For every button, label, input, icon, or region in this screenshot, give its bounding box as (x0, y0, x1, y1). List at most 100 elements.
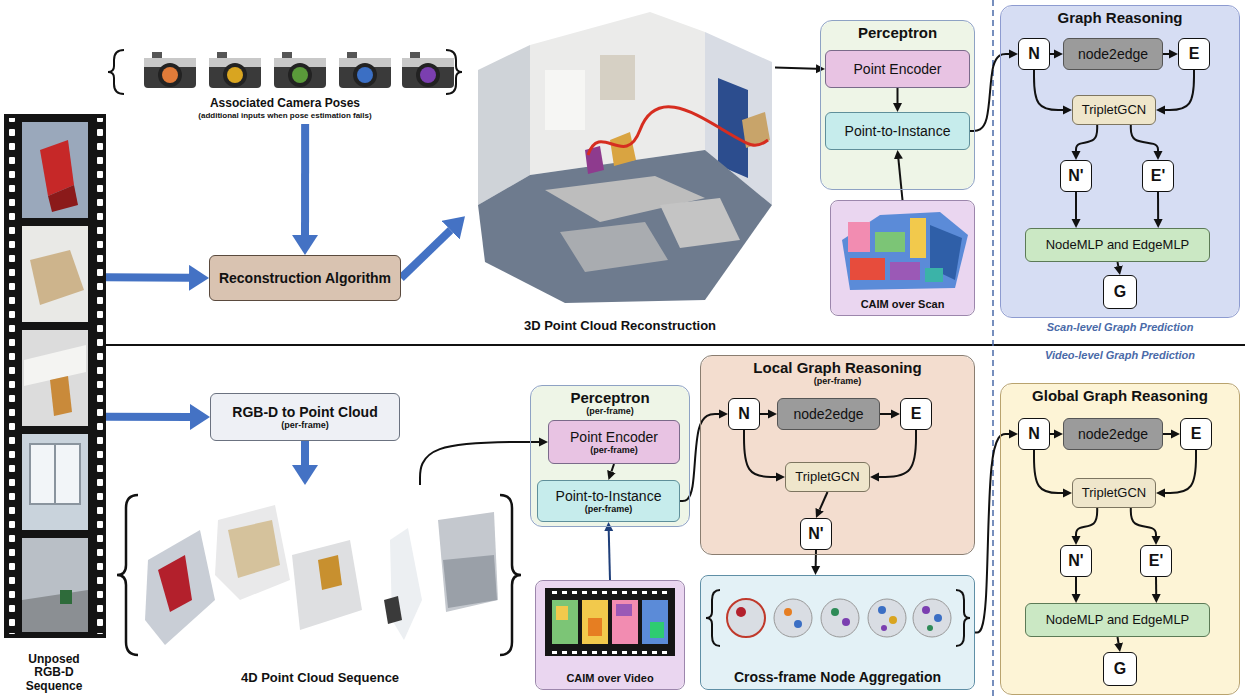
camera-icons (162, 67, 178, 83)
point-cloud-frames (117, 495, 521, 655)
film-strip (4, 114, 106, 638)
video-film-strip (552, 600, 578, 644)
connector-arrow (1075, 192, 1077, 219)
point-cloud-scan (530, 12, 705, 175)
camera-icons (347, 52, 357, 58)
point-cloud-frames (438, 512, 498, 612)
segmentation-scan (848, 222, 870, 252)
node-label: Graph Reasoning (1057, 9, 1182, 26)
video-film-strip (588, 618, 602, 636)
frame-graphs (736, 607, 746, 617)
node-label: NodeMLP and EdgeMLP (1046, 613, 1190, 628)
module-box: TripletGCN (1072, 95, 1156, 125)
divider-line (992, 0, 994, 700)
connector-arrow (1050, 433, 1054, 435)
point-cloud-frames (384, 596, 402, 624)
frame-graphs (922, 606, 930, 614)
connector-arrow (970, 54, 1009, 131)
frame-graphs (868, 599, 906, 637)
node-label: Associated Camera Poses (210, 97, 360, 111)
graph-symbol: N' (800, 518, 832, 550)
segmentation-scan (910, 218, 926, 258)
point-cloud-sequence: 4D Point Cloud Sequence (120, 485, 520, 690)
point-cloud-scan (585, 146, 604, 174)
graph-symbol: E' (1142, 160, 1174, 192)
point-cloud-scan (478, 12, 772, 303)
point-cloud-scan (560, 222, 668, 272)
caim-box: CAIM over Scan (830, 200, 975, 316)
graph-symbol: E (900, 398, 932, 430)
point-cloud-frames (318, 555, 342, 590)
point-cloud-frames (390, 528, 422, 640)
section-label: Video-level Graph Prediction (1000, 349, 1240, 361)
frame-graphs (706, 590, 970, 646)
frame-graphs (706, 590, 720, 646)
film-strip (54, 444, 56, 504)
node-label: (per-frame) (590, 445, 638, 455)
node-label: N (1028, 425, 1040, 443)
node-label: 3D Point Cloud Reconstruction (524, 319, 716, 334)
module-box: TripletGCN (785, 462, 870, 492)
point-cloud-scan (545, 70, 585, 130)
segmentation-scan (850, 258, 885, 280)
frame-graphs (878, 606, 886, 614)
graph-symbol: N (1018, 418, 1050, 450)
film-strip (8, 118, 16, 634)
connector-arrow (880, 413, 891, 415)
node-label: TripletGCN (1082, 486, 1147, 501)
process-box: Reconstruction Algorithm (209, 255, 401, 301)
point-cloud-scan (660, 198, 740, 248)
film-strip: Unposed RGB-D Sequence (2, 112, 106, 698)
node-label: node2edge (1078, 426, 1148, 442)
segmentation-scan (842, 212, 968, 290)
connector-arrow (975, 434, 1009, 633)
segmentation-scan (875, 232, 905, 252)
module-box: Point-to-Instance(per-frame) (537, 480, 680, 522)
frame-graphs (889, 616, 897, 624)
video-film-strip (550, 650, 670, 655)
point-cloud-frames (292, 540, 362, 630)
caim-box: CAIM over Video (535, 580, 685, 690)
film-strip (48, 185, 78, 212)
module-box: Point-to-Instance (825, 112, 970, 150)
connector-arrow (1034, 450, 1063, 493)
point-cloud-figure: 3D Point Cloud Reconstruction (465, 0, 775, 338)
node-label: N' (808, 525, 823, 543)
connector-arrow (1117, 262, 1120, 266)
connector-arrow (401, 230, 451, 278)
frame-graphs (774, 599, 812, 637)
node-label: N (1028, 45, 1040, 63)
reasoning-panel: Local Graph Reasoning(per-frame)Nnode2ed… (700, 355, 975, 555)
module-panel: PerceptronPoint EncoderPoint-to-Instance (820, 20, 975, 190)
segmentation-scan (925, 268, 943, 282)
node-label: TripletGCN (795, 470, 860, 485)
node-label: TripletGCN (1082, 103, 1147, 118)
video-film-strip (582, 600, 608, 644)
film-strip (96, 118, 104, 634)
video-film-strip (642, 600, 668, 644)
panel-fill (1001, 6, 1239, 317)
camera-icons (217, 52, 227, 58)
film-strip (22, 434, 88, 530)
divider-line (105, 0, 1245, 700)
node-label: Cross-frame Node Aggregation (734, 669, 941, 685)
connector-arrow (1163, 433, 1171, 435)
node-label: node2edge (793, 406, 863, 422)
connector-arrow (820, 492, 828, 510)
camera-icons (416, 63, 440, 87)
camera-icons (152, 52, 162, 58)
node-label: G (1114, 660, 1126, 678)
panel-fill (701, 356, 974, 554)
graph-symbol: N (1018, 38, 1050, 70)
connector-arrow (1034, 70, 1063, 110)
frame-graphs (727, 599, 765, 637)
camera-icons (357, 67, 373, 83)
camera-icons (274, 52, 326, 88)
node-label: (per-frame) (586, 406, 634, 416)
point-cloud-scan (478, 150, 772, 303)
connector-arrow (1131, 125, 1158, 151)
graph-symbol: N' (1060, 160, 1092, 192)
panel-fill (531, 386, 689, 526)
frame-graphs (831, 608, 839, 616)
